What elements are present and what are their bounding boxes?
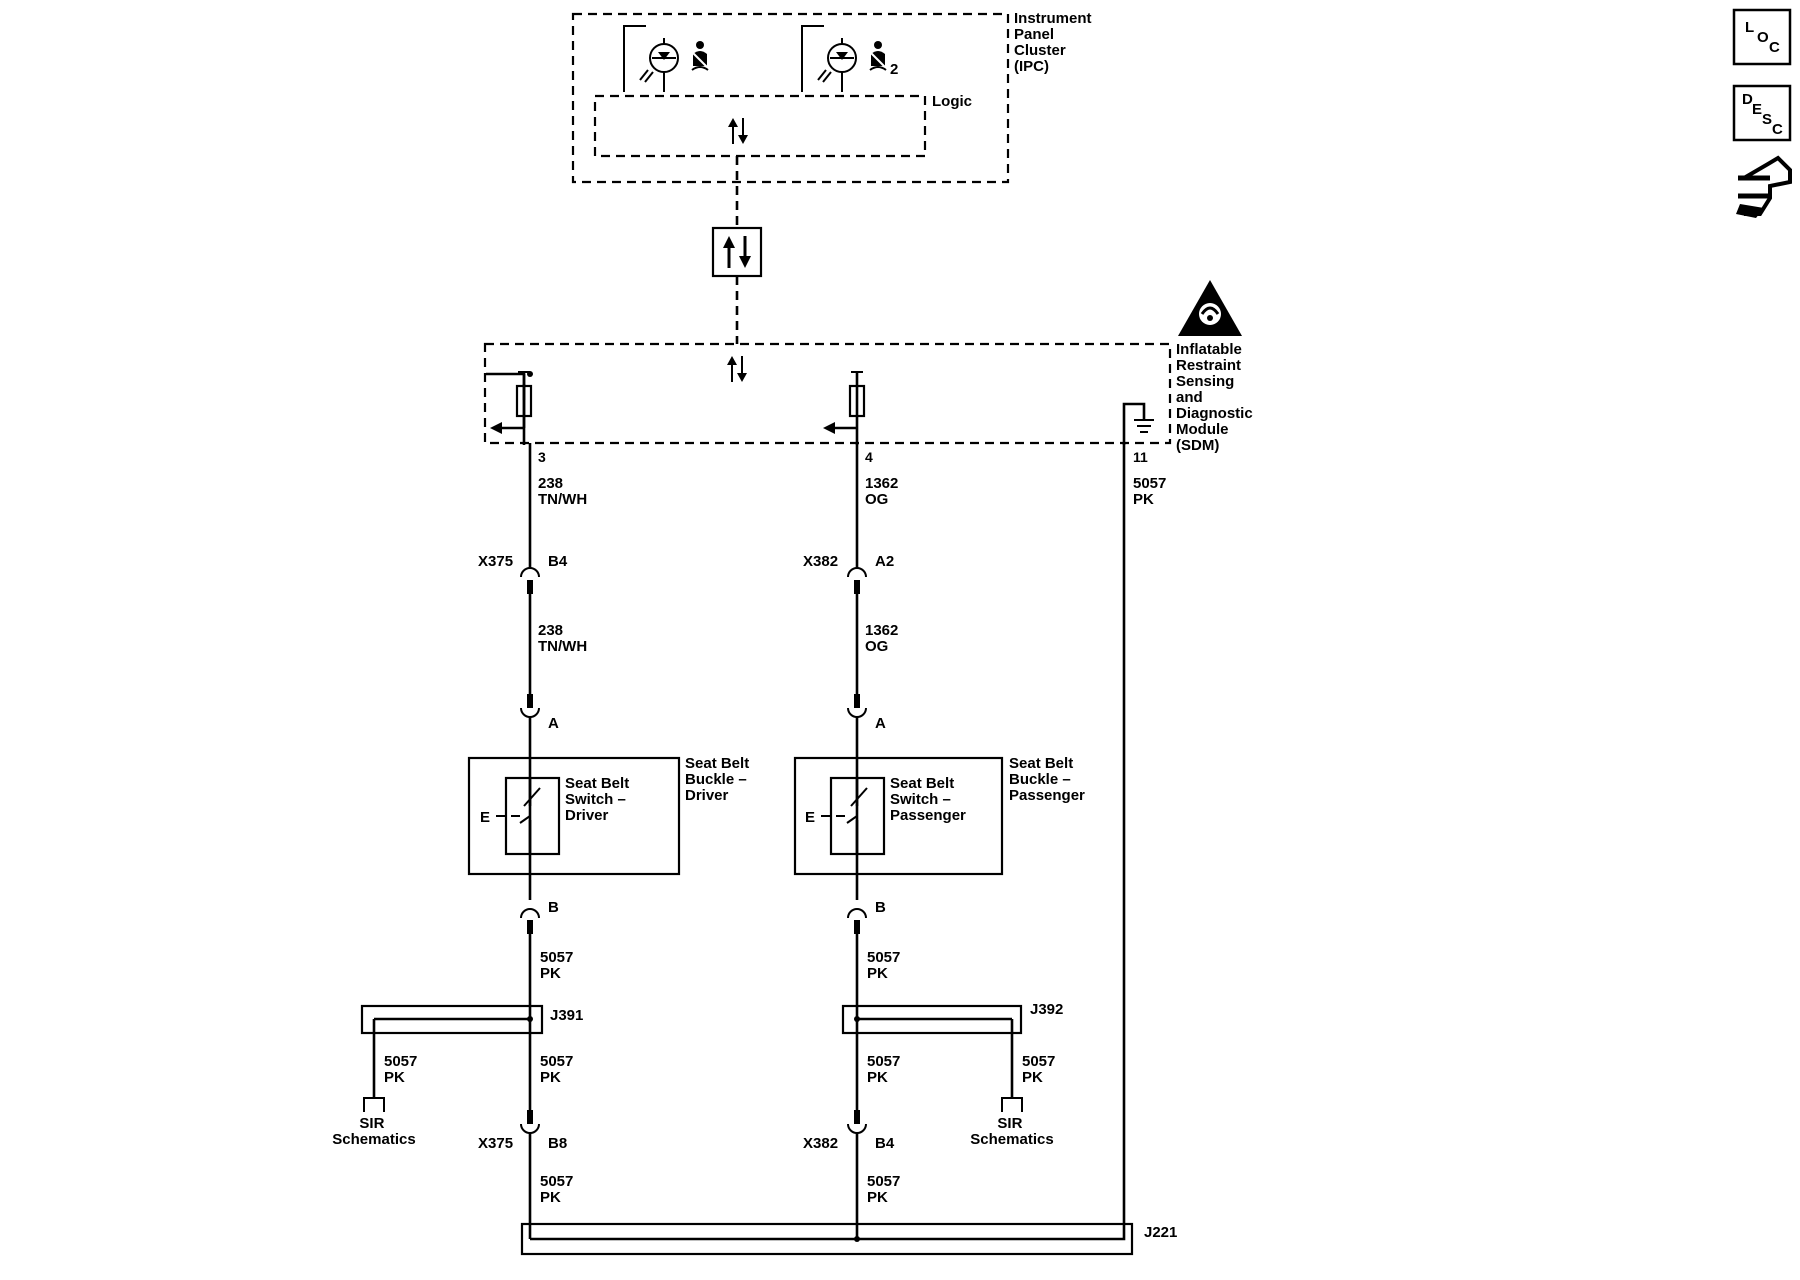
wire-label-top-passenger: 1362 OG <box>865 475 903 508</box>
sdm-pin-11: 11 <box>1133 449 1148 465</box>
ipc-boundary <box>571 12 1010 184</box>
mechanical-link-icon: E <box>805 809 815 826</box>
buckle-pin-b-passenger: B <box>847 899 886 934</box>
svg-text:B: B <box>875 899 886 916</box>
wire-label-after-splice-driver: 5057 PK <box>540 1053 578 1086</box>
sir-schematics-link-passenger[interactable]: SIR Schematics <box>970 1115 1053 1148</box>
svg-text:C: C <box>1772 121 1783 138</box>
svg-text:J392: J392 <box>1030 1001 1063 1018</box>
serial-data-arrows-icon <box>727 356 747 382</box>
svg-text:C: C <box>1769 39 1780 56</box>
seat-belt-switch-driver-label: Seat Belt Switch – Driver <box>565 775 633 824</box>
wire-label-mid-passenger: 1362 OG <box>865 622 903 655</box>
sdm-boundary <box>483 342 1172 445</box>
svg-text:O: O <box>1757 29 1769 46</box>
serial-data-arrows-icon <box>728 118 748 144</box>
buckle-pin-b-driver: B <box>520 899 559 934</box>
serial-data-link <box>711 156 763 344</box>
wire-label-mid-driver: 238 TN/WH <box>538 622 587 655</box>
seatbelt-reminder-icon <box>869 41 887 71</box>
svg-text:S: S <box>1762 111 1772 128</box>
passenger-circuit: 4 1362 OG X382 A2 1362 OG A <box>793 443 1085 1242</box>
svg-text:J221: J221 <box>1144 1224 1177 1241</box>
connector-x375-b4: X375 B4 <box>478 553 568 594</box>
ipc-logic-block <box>593 94 927 158</box>
indicator-2-suffix: 2 <box>890 61 898 78</box>
svg-text:B4: B4 <box>548 553 568 570</box>
svg-text:B4: B4 <box>875 1135 895 1152</box>
seatbelt-indicator-passenger: 2 <box>801 25 898 92</box>
sdm-module-label: Inflatable Restraint Sensing and Diagnos… <box>1176 341 1257 454</box>
svg-text:X382: X382 <box>803 1135 838 1152</box>
svg-text:A2: A2 <box>875 553 894 570</box>
buckle-pin-a-passenger: A <box>847 694 886 732</box>
ipc-module-label: Instrument Panel Cluster (IPC) <box>1014 10 1096 75</box>
sdm-pin-4: 4 <box>865 449 873 465</box>
wire-label-bottom-passenger: 5057 PK <box>867 1173 905 1206</box>
serial-data-arrows-icon <box>711 226 763 278</box>
seat-belt-buckle-passenger: E Seat Belt Switch – Passenger Seat Belt… <box>793 755 1085 876</box>
seat-belt-buckle-driver: E Seat Belt Switch – Driver Seat Belt Bu… <box>467 755 753 876</box>
svg-text:B8: B8 <box>548 1135 567 1152</box>
seat-belt-buckle-passenger-label: Seat Belt Buckle – Passenger <box>1009 755 1085 804</box>
location-button[interactable]: L O C <box>1732 8 1792 66</box>
driver-circuit: 3 238 TN/WH X375 B4 238 TN/WH A <box>332 443 753 1239</box>
sdm-driver-input <box>486 371 533 445</box>
wire-label-low-driver: 5057 PK <box>540 949 578 982</box>
wire-label-ground: 5057 PK <box>1133 475 1171 508</box>
connector-x382-a2: X382 A2 <box>803 553 894 594</box>
svg-text:X375: X375 <box>478 1135 513 1152</box>
sdm-passenger-input <box>823 371 866 445</box>
splice-j221: J221 <box>520 1222 1177 1256</box>
svg-text:B: B <box>548 899 559 916</box>
wire-label-after-splice-passenger: 5057 PK <box>867 1053 905 1086</box>
buckle-pin-a-driver: A <box>520 694 559 732</box>
seat-belt-switch-passenger-label: Seat Belt Switch – Passenger <box>890 775 966 824</box>
svg-text:L: L <box>1745 19 1754 36</box>
splice-j392: J392 <box>841 1001 1063 1112</box>
svg-text:D: D <box>1742 91 1753 108</box>
svg-text:X375: X375 <box>478 553 513 570</box>
ipc-module: Logic Instrument Panel Cluster (IPC) <box>571 10 1096 184</box>
ipc-logic-label: Logic <box>932 93 972 110</box>
seat-belt-buckle-driver-label: Seat Belt Buckle – Driver <box>685 755 753 804</box>
wire-label-low-passenger: 5057 PK <box>867 949 905 982</box>
wire-label-bottom-driver: 5057 PK <box>540 1173 578 1206</box>
connector-x382-b4: X382 B4 <box>803 1110 895 1152</box>
wire-label-branch-passenger: 5057 PK <box>1022 1053 1060 1086</box>
sdm-ground <box>1122 402 1154 445</box>
airbag-warning-triangle-icon <box>1178 280 1242 336</box>
svg-text:E: E <box>1752 101 1762 118</box>
sdm-module: Inflatable Restraint Sensing and Diagnos… <box>483 280 1257 454</box>
seatbelt-indicator-driver <box>623 25 709 92</box>
svg-text:J391: J391 <box>550 1007 583 1024</box>
svg-text:X382: X382 <box>803 553 838 570</box>
wire-label-top-driver: 238 TN/WH <box>538 475 587 508</box>
sdm-pin-3: 3 <box>538 449 546 465</box>
splice-j391: J391 <box>360 1004 583 1112</box>
description-button[interactable]: D E S C <box>1732 84 1792 142</box>
connector-tool-icon[interactable] <box>1736 155 1792 218</box>
sir-schematics-link-driver[interactable]: SIR Schematics <box>332 1115 415 1148</box>
svg-text:A: A <box>875 715 886 732</box>
wire-label-branch-driver: 5057 PK <box>384 1053 422 1086</box>
connector-x375-b8: X375 B8 <box>478 1110 567 1152</box>
seatbelt-reminder-icon <box>691 41 709 71</box>
mechanical-link-icon: E <box>480 809 490 826</box>
svg-text:A: A <box>548 715 559 732</box>
ground-circuit: 11 5057 PK J221 <box>520 443 1177 1256</box>
